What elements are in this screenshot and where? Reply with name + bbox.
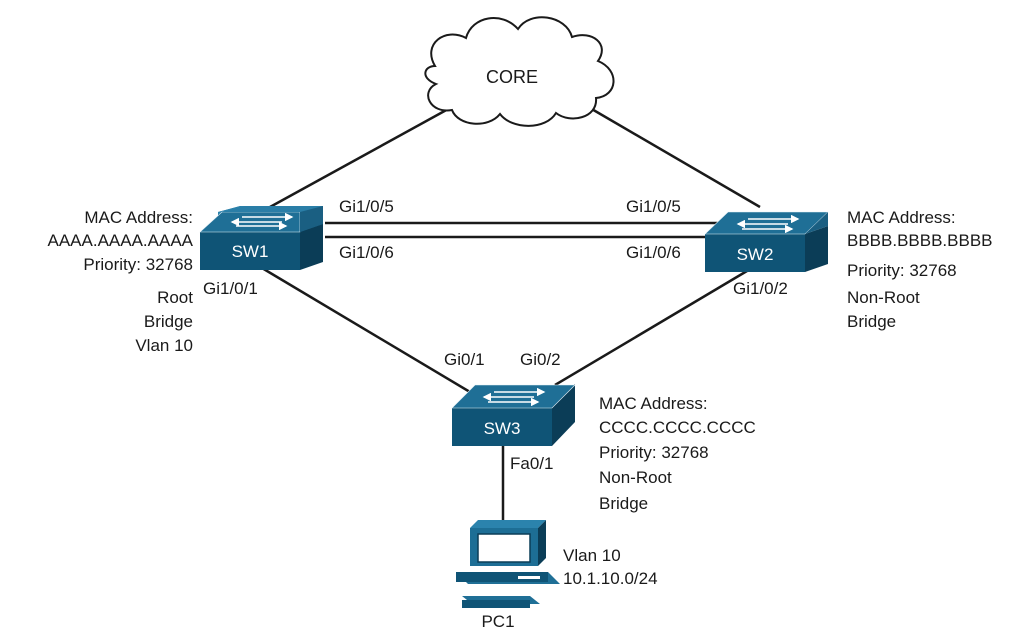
sw3-info-line: CCCC.CCCC.CCCC bbox=[599, 418, 756, 437]
link-sw1-sw3 bbox=[261, 266, 476, 397]
sw1-port-gi106: Gi1/0/6 bbox=[339, 243, 394, 262]
sw2-info-line: BBBB.BBBB.BBBB bbox=[847, 231, 993, 250]
cloud-label: CORE bbox=[486, 67, 538, 87]
sw3-port-fa01: Fa0/1 bbox=[510, 454, 553, 473]
sw3-info: MAC Address: CCCC.CCCC.CCCC Priority: 32… bbox=[599, 394, 756, 513]
sw2-info-line: Non-Root bbox=[847, 288, 920, 307]
sw2-info: MAC Address: BBBB.BBBB.BBBB Priority: 32… bbox=[847, 208, 993, 331]
cloud-icon bbox=[424, 16, 615, 127]
pc1-info-line: Vlan 10 bbox=[563, 546, 621, 565]
switch-label: SW1 bbox=[232, 242, 269, 261]
link-sw1-core bbox=[269, 106, 451, 209]
switch-arrows-icon bbox=[230, 212, 294, 231]
switch-arrows-icon bbox=[482, 387, 546, 407]
link-sw2-sw3 bbox=[554, 266, 753, 387]
switch-label: SW3 bbox=[484, 419, 521, 438]
sw2-port-gi102: Gi1/0/2 bbox=[733, 279, 788, 298]
sw3-info-line: MAC Address: bbox=[599, 394, 708, 413]
sw3-port-gi01: Gi0/1 bbox=[444, 350, 485, 369]
links bbox=[261, 106, 761, 525]
sw2-port-gi105: Gi1/0/5 bbox=[626, 197, 681, 216]
switch-sw2[interactable]: SW2 bbox=[704, 211, 829, 272]
switch-front-face bbox=[200, 232, 300, 270]
sw2-info-line: Priority: 32768 bbox=[847, 261, 957, 280]
sw2-info-line: MAC Address: bbox=[847, 208, 956, 227]
switch-front-face bbox=[705, 234, 805, 272]
sw3-info-line: Bridge bbox=[599, 494, 648, 513]
sw1-info-line: Priority: 32768 bbox=[83, 255, 193, 274]
pc1[interactable]: PC1 bbox=[456, 520, 560, 631]
pc1-info: Vlan 10 10.1.10.0/24 bbox=[563, 546, 658, 588]
switch-sw3[interactable]: SW3 bbox=[451, 384, 576, 446]
sw1-port-gi101: Gi1/0/1 bbox=[203, 279, 258, 298]
switch-arrows-icon bbox=[736, 214, 800, 234]
sw1-info-line: Root bbox=[157, 288, 193, 307]
sw1-info-line: AAAA.AAAA.AAAA bbox=[47, 231, 193, 250]
sw1-info-line: MAC Address: bbox=[84, 208, 193, 227]
sw2-info-line: Bridge bbox=[847, 312, 896, 331]
core-cloud: CORE bbox=[424, 16, 615, 127]
switch-front-face bbox=[452, 408, 552, 446]
sw3-info-line: Non-Root bbox=[599, 468, 672, 487]
sw1-info-line: Bridge bbox=[144, 312, 193, 331]
pc1-info-line: 10.1.10.0/24 bbox=[563, 569, 658, 588]
switch-label: SW2 bbox=[737, 245, 774, 264]
sw3-info-line: Priority: 32768 bbox=[599, 443, 709, 462]
sw1-port-gi105: Gi1/0/5 bbox=[339, 197, 394, 216]
sw3-port-gi02: Gi0/2 bbox=[520, 350, 561, 369]
switch-sw1[interactable]: SW1 bbox=[199, 206, 323, 270]
sw1-info: MAC Address: AAAA.AAAA.AAAA Priority: 32… bbox=[47, 208, 193, 355]
sw1-info-line: Vlan 10 bbox=[135, 336, 193, 355]
pc-icon bbox=[456, 520, 560, 608]
link-sw2-core bbox=[589, 106, 761, 209]
sw2-port-gi106: Gi1/0/6 bbox=[626, 243, 681, 262]
pc-label: PC1 bbox=[481, 612, 514, 631]
